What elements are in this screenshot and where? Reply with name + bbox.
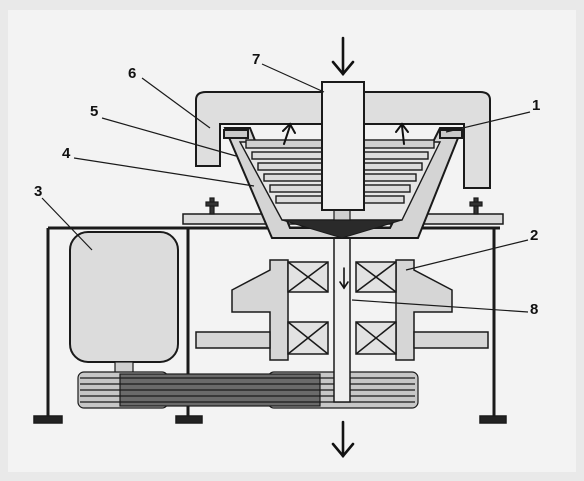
inlet-arrow: [331, 36, 355, 77]
label-3: 3: [34, 183, 42, 200]
vapor-arrow-left: [282, 122, 296, 145]
bearings: [287, 261, 397, 355]
label-2: 2: [530, 227, 538, 244]
number-labels: 1 2 3 4 5 6 7 8: [34, 51, 540, 318]
main-shaft: [333, 231, 351, 403]
label-4: 4: [62, 145, 71, 162]
feed-pipe: [321, 81, 365, 211]
vapor-arrow-right: [395, 122, 409, 145]
motor: [69, 231, 179, 375]
flow-arrow-internal: [339, 267, 349, 290]
flow-arrows: [282, 36, 409, 459]
side-studs: [205, 197, 483, 215]
label-5: 5: [90, 103, 98, 120]
label-8: 8: [530, 301, 538, 318]
leader-lines: [41, 63, 531, 313]
label-7: 7: [252, 51, 260, 68]
label-1: 1: [532, 97, 540, 114]
outlet-arrow: [331, 420, 355, 459]
belt-drive: [77, 371, 419, 409]
label-6: 6: [128, 65, 136, 82]
drive-housing: [195, 259, 489, 361]
